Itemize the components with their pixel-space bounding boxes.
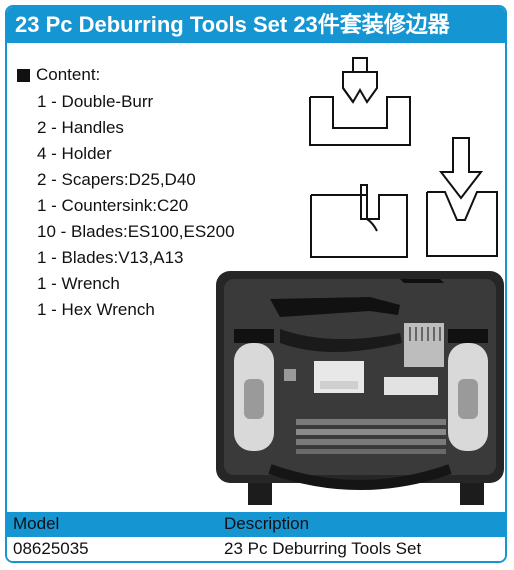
list-item: 1 - Hex Wrench — [37, 300, 155, 319]
countersink-diagram — [426, 137, 498, 257]
content-label: Content: — [36, 65, 101, 84]
list-item: 10 - Blades:ES100,ES200 — [37, 222, 235, 241]
blade-edge-diagram — [310, 184, 408, 258]
list-item: 1 - Countersink:C20 — [37, 196, 189, 215]
description-cell: 23 Pc Deburring Tools Set — [224, 539, 422, 558]
model-table: Model Description 08625035 23 Pc Deburri… — [7, 512, 505, 561]
column-header-model: Model — [13, 514, 60, 533]
list-item: 1 - Wrench — [37, 274, 120, 293]
table-header-row: Model Description — [7, 512, 505, 536]
list-item: 2 - Handles — [37, 118, 124, 137]
list-item: 1 - Blades:V13,A13 — [37, 248, 184, 267]
square-bullet-icon — [17, 68, 30, 82]
content-list: 1 - Double-Burr 2 - Handles 4 - Holder 2… — [37, 89, 235, 323]
product-sheet: 23 Pc Deburring Tools Set 23件套装修边器 Conte… — [5, 5, 507, 563]
list-item: 1 - Double-Burr — [37, 92, 154, 111]
column-header-description: Description — [224, 514, 310, 533]
list-item: 2 - Scapers:D25,D40 — [37, 170, 196, 189]
page-title: 23 Pc Deburring Tools Set 23件套装修边器 — [7, 7, 505, 43]
model-cell: 08625035 — [13, 539, 89, 558]
content-heading: Content: — [17, 65, 100, 85]
tool-case-photo — [216, 271, 504, 505]
double-burr-diagram — [309, 57, 411, 146]
list-item: 4 - Holder — [37, 144, 112, 163]
table-row: 08625035 23 Pc Deburring Tools Set — [7, 536, 505, 561]
